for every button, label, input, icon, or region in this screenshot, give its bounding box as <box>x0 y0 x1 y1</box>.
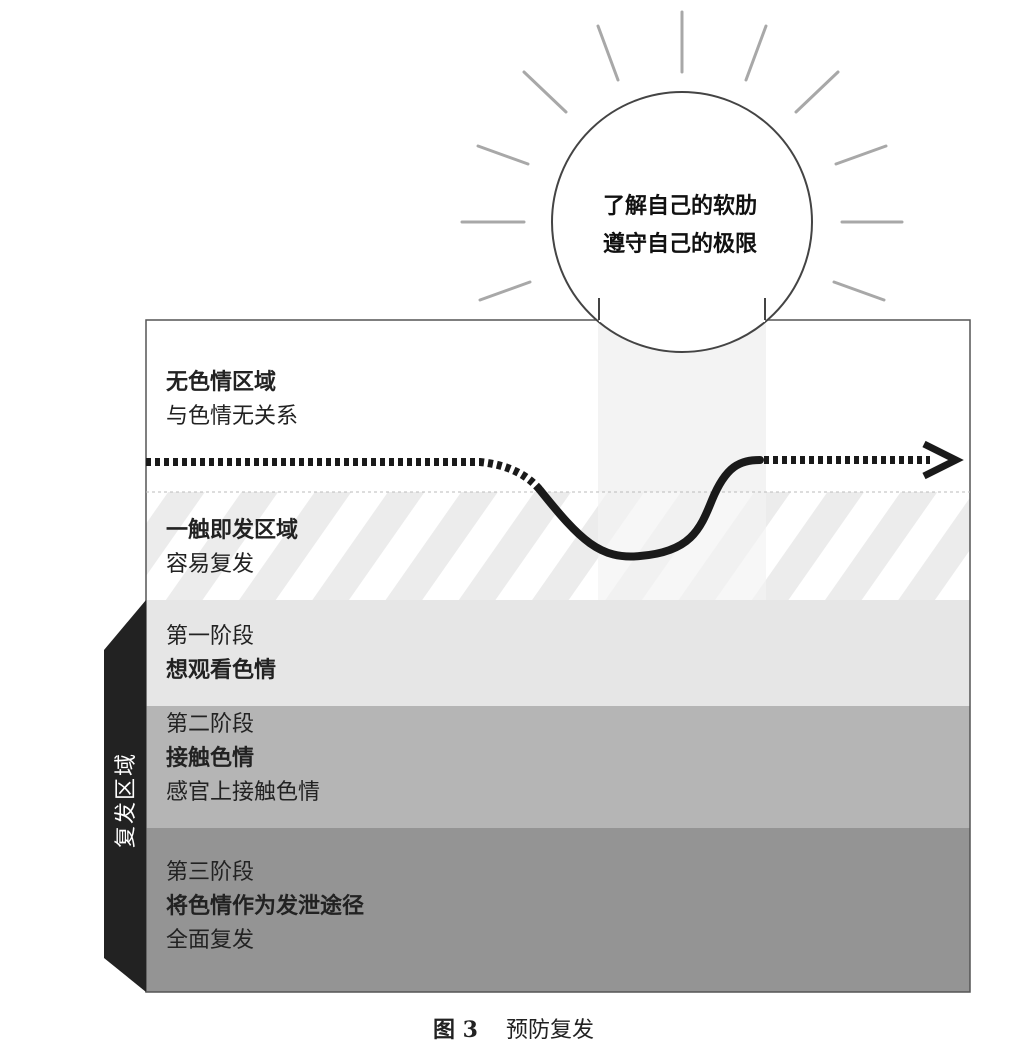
stage1-band <box>146 600 970 706</box>
no-porn-zone-desc: 与色情无关系 <box>166 404 299 429</box>
stage1-text: 第一阶段 想观看色情 <box>166 620 276 688</box>
bulb-line-2: 遵守自己的极限 <box>602 232 757 257</box>
trigger-zone-title: 一触即发区域 <box>166 518 299 543</box>
bulb-head <box>551 91 813 353</box>
trigger-zone-desc: 容易复发 <box>166 552 255 577</box>
stage3-title: 将色情作为发泄途径 <box>166 894 365 919</box>
path-solid-dip <box>536 456 764 561</box>
bulb-line-1: 了解自己的软肋 <box>602 194 757 219</box>
trigger-zone-text: 一触即发区域 容易复发 <box>166 514 298 582</box>
figure-caption: 图 3 预防复发 <box>0 1012 1027 1044</box>
stage3-band <box>146 828 970 992</box>
relapse-side-bar <box>104 600 146 992</box>
path-arrowhead <box>922 440 964 480</box>
stage2-title: 接触色情 <box>166 746 255 771</box>
stage2-band <box>146 706 970 828</box>
sun-rays <box>460 10 904 302</box>
stage3-text: 第三阶段 将色情作为发泄途径 全面复发 <box>166 856 364 958</box>
stage2-text: 第二阶段 接触色情 感官上接触色情 <box>166 708 320 810</box>
relapse-zone-label-text: 复发区域 <box>114 751 140 849</box>
stage3-label: 第三阶段 <box>166 860 255 885</box>
stage3-desc: 全面复发 <box>166 928 255 953</box>
figure-title: 预防复发 <box>505 1018 594 1043</box>
bulb-stem <box>599 300 765 322</box>
no-porn-zone-title: 无色情区域 <box>166 370 277 395</box>
stage2-desc: 感官上接触色情 <box>166 780 321 805</box>
stage2-label: 第二阶段 <box>166 712 255 737</box>
bulb-text: 了解自己的软肋 遵守自己的极限 <box>560 188 800 264</box>
relapse-zone-label: 复发区域 <box>104 650 144 950</box>
no-porn-zone-text: 无色情区域 与色情无关系 <box>166 366 298 434</box>
stage1-label: 第一阶段 <box>166 624 255 649</box>
path-dotted-start <box>146 458 544 493</box>
stage1-title: 想观看色情 <box>166 658 277 683</box>
figure-number: 图 3 <box>433 1017 478 1043</box>
